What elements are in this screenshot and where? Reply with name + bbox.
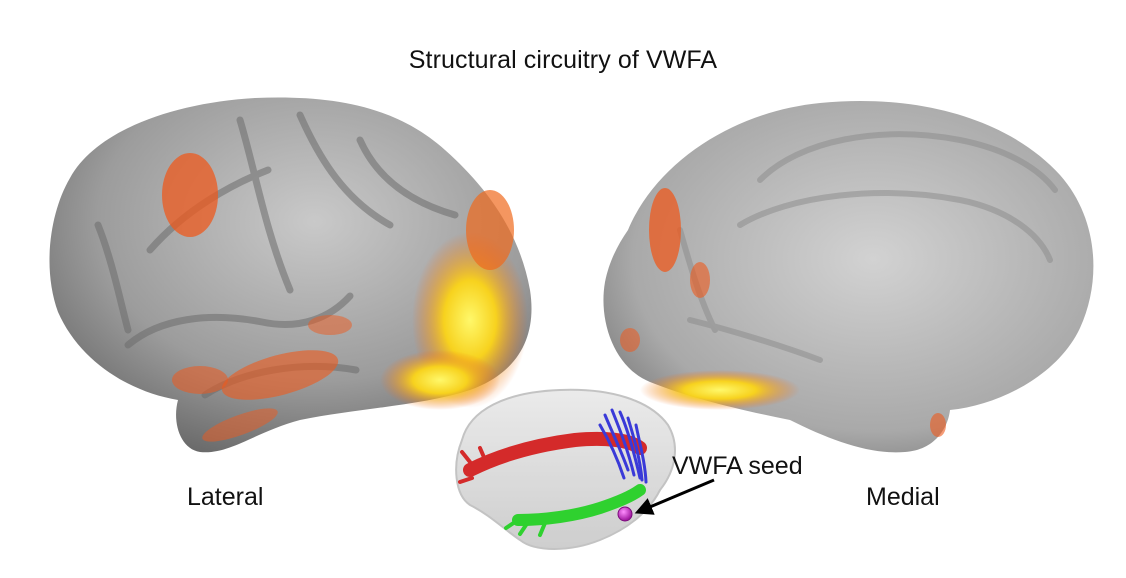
lateral-label: Lateral xyxy=(187,483,264,511)
medial-cortex-surface xyxy=(603,100,1094,453)
medial-sulci xyxy=(677,131,1058,363)
tractography-inset xyxy=(455,388,676,550)
medial-label: Medial xyxy=(866,483,940,511)
red-tract-fibers xyxy=(458,446,488,484)
blue-tract xyxy=(598,408,648,484)
lateral-hemisphere xyxy=(49,97,532,453)
medial-activation xyxy=(620,188,946,437)
green-tract-fibers xyxy=(504,518,547,537)
vwfa-seed-label: VWFA seed xyxy=(672,452,803,480)
green-tract xyxy=(512,484,646,526)
lateral-activation xyxy=(162,153,528,442)
seed-arrow xyxy=(634,478,715,515)
vwfa-seed-marker xyxy=(617,506,633,522)
medial-hemisphere xyxy=(603,100,1094,453)
figure-title: Structural circuitry of VWFA xyxy=(408,46,718,74)
